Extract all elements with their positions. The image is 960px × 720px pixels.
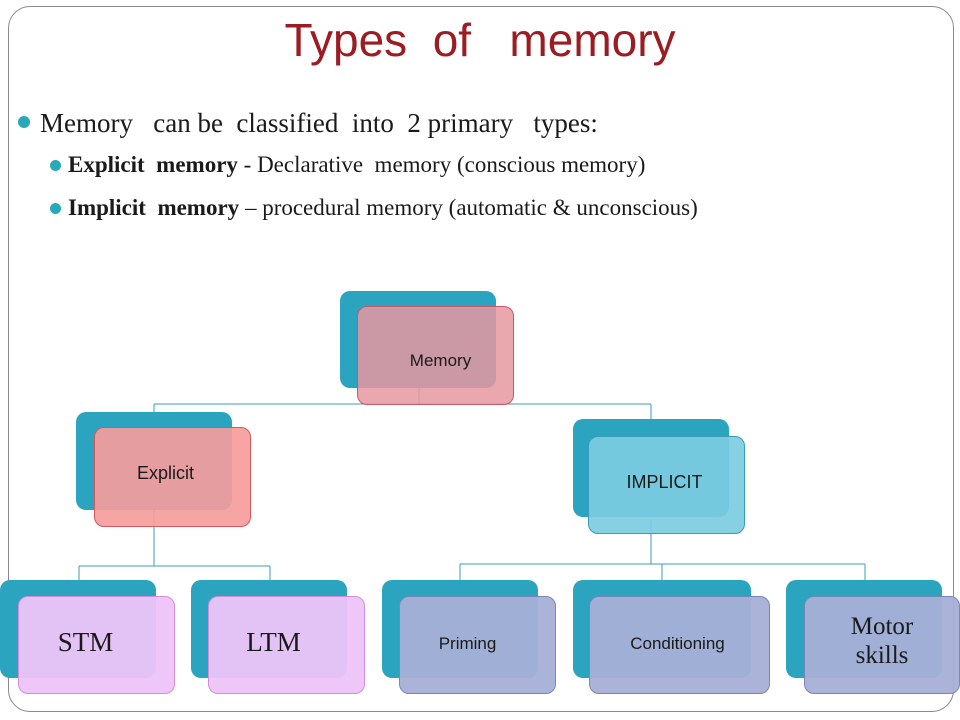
bullet-explicit: Explicit memory - Declarative memory (co… [68, 152, 645, 178]
slide-title: Types of memory [284, 14, 676, 66]
implicit-description: – procedural memory (automatic & unconsc… [239, 195, 698, 220]
memory-label: Memory [409, 350, 472, 370]
explicit-node: Explicit [94, 427, 251, 527]
connector-implicit [459, 520, 866, 580]
motor-skills-label: Motor skills [850, 613, 914, 669]
stm-label: STM [57, 627, 114, 658]
slide-frame [8, 6, 954, 712]
explicit-label: Explicit [136, 462, 194, 483]
ltm-node: LTM [208, 596, 365, 694]
priming-label: Priming [438, 634, 497, 654]
connector-explicit [78, 510, 271, 580]
explicit-description: - Declarative memory (conscious memory) [237, 152, 646, 177]
stm-node: STM [18, 596, 175, 694]
memory-node: Memory [357, 306, 514, 405]
ltm-label: LTM [246, 627, 301, 658]
motor-skills-node: Motor skills [804, 596, 960, 694]
bullet-dot [18, 116, 30, 128]
implicit-label: IMPLICIT [626, 471, 703, 492]
bullet-dot [50, 160, 61, 171]
bullet-implicit: Implicit memory – procedural memory (aut… [68, 195, 698, 221]
implicit-term: Implicit memory [68, 195, 240, 220]
explicit-term: Explicit memory [68, 152, 238, 177]
bullet-dot [50, 203, 61, 214]
conditioning-label: Conditioning [630, 634, 725, 654]
conditioning-node: Conditioning [589, 596, 770, 694]
implicit-node: IMPLICIT [588, 436, 745, 534]
priming-node: Priming [399, 596, 556, 694]
bullet-main: Memory can be classified into 2 primary … [40, 108, 598, 138]
